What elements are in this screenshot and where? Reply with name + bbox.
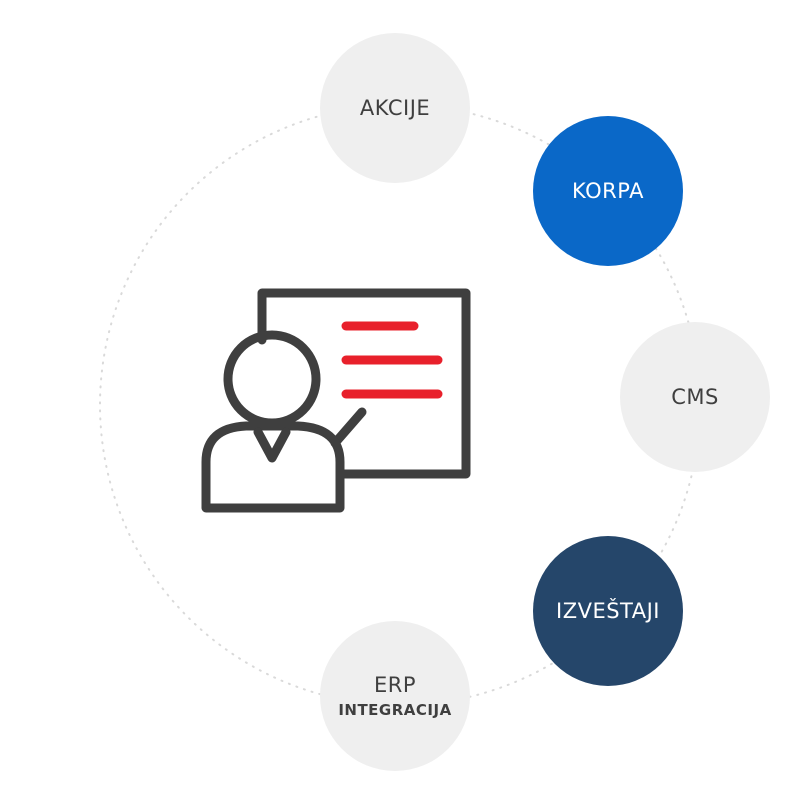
node-cms-label: CMS <box>671 384 719 409</box>
node-akcije-label: AKCIJE <box>359 95 431 120</box>
node-akcije: AKCIJE <box>320 33 470 183</box>
presenter-head <box>223 330 321 428</box>
node-korpa: KORPA <box>533 116 683 266</box>
node-erp: ERP INTEGRACIJA <box>320 621 470 771</box>
node-izvestaji: IZVEŠTAJI <box>533 536 683 686</box>
pointer-stick <box>330 407 367 448</box>
node-cms: CMS <box>620 322 770 472</box>
node-erp-label: ERP <box>373 673 417 698</box>
node-korpa-label: KORPA <box>572 178 644 203</box>
presenter-body <box>201 421 345 513</box>
presenter-board-icon <box>201 288 471 513</box>
node-izvestaji-label: IZVEŠTAJI <box>556 598 660 623</box>
node-erp-sublabel: INTEGRACIJA <box>338 700 452 719</box>
presenter-collar <box>253 427 291 463</box>
board-frame <box>257 288 471 479</box>
